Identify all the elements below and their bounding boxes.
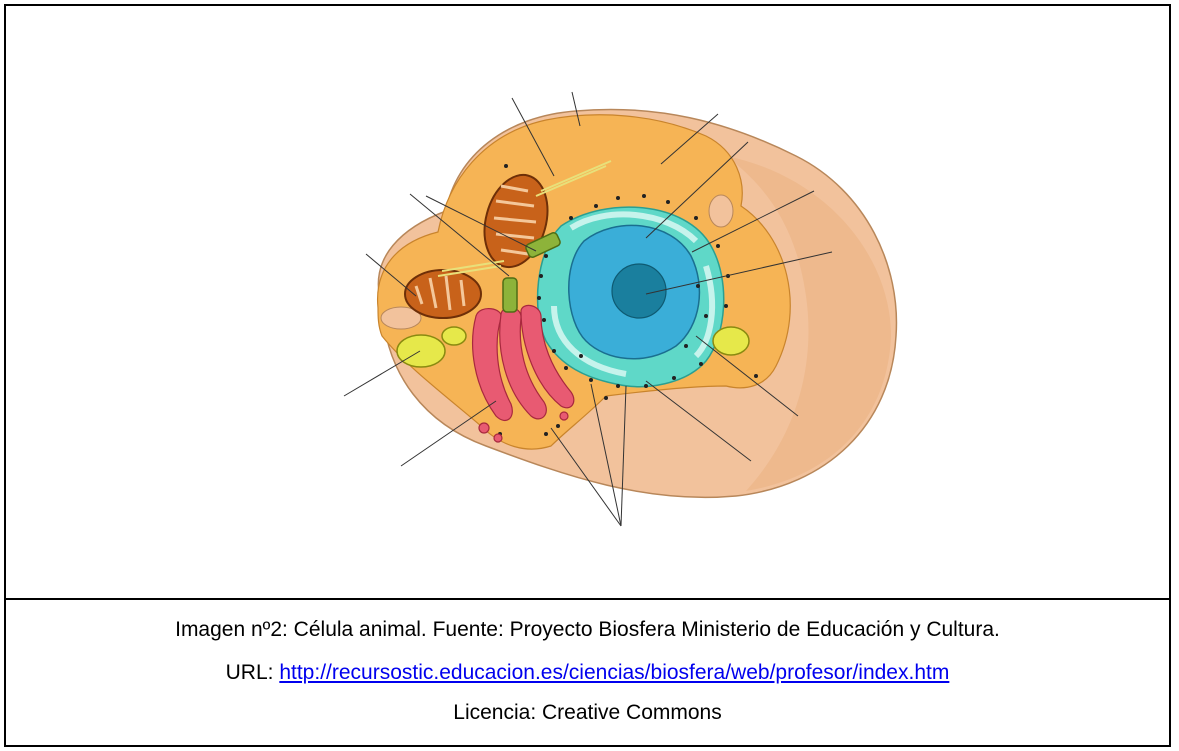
figure-caption: Imagen nº2: Célula animal. Fuente: Proye… (6, 618, 1169, 642)
animal-cell-illustration (6, 6, 1173, 600)
membrane-fold-right (709, 195, 733, 227)
source-url-line: URL: http://recursostic.educacion.es/cie… (6, 661, 1169, 685)
license-text: Licencia: Creative Commons (6, 701, 1169, 725)
caption-cell: Imagen nº2: Célula animal. Fuente: Proye… (6, 600, 1169, 747)
mitochondrion-lower (405, 270, 481, 318)
url-label: URL: (226, 661, 280, 684)
figure-table: Imagen nº2: Célula animal. Fuente: Proye… (4, 4, 1171, 747)
source-url-link[interactable]: http://recursostic.educacion.es/ciencias… (279, 661, 949, 684)
figure-cell (6, 6, 1169, 600)
